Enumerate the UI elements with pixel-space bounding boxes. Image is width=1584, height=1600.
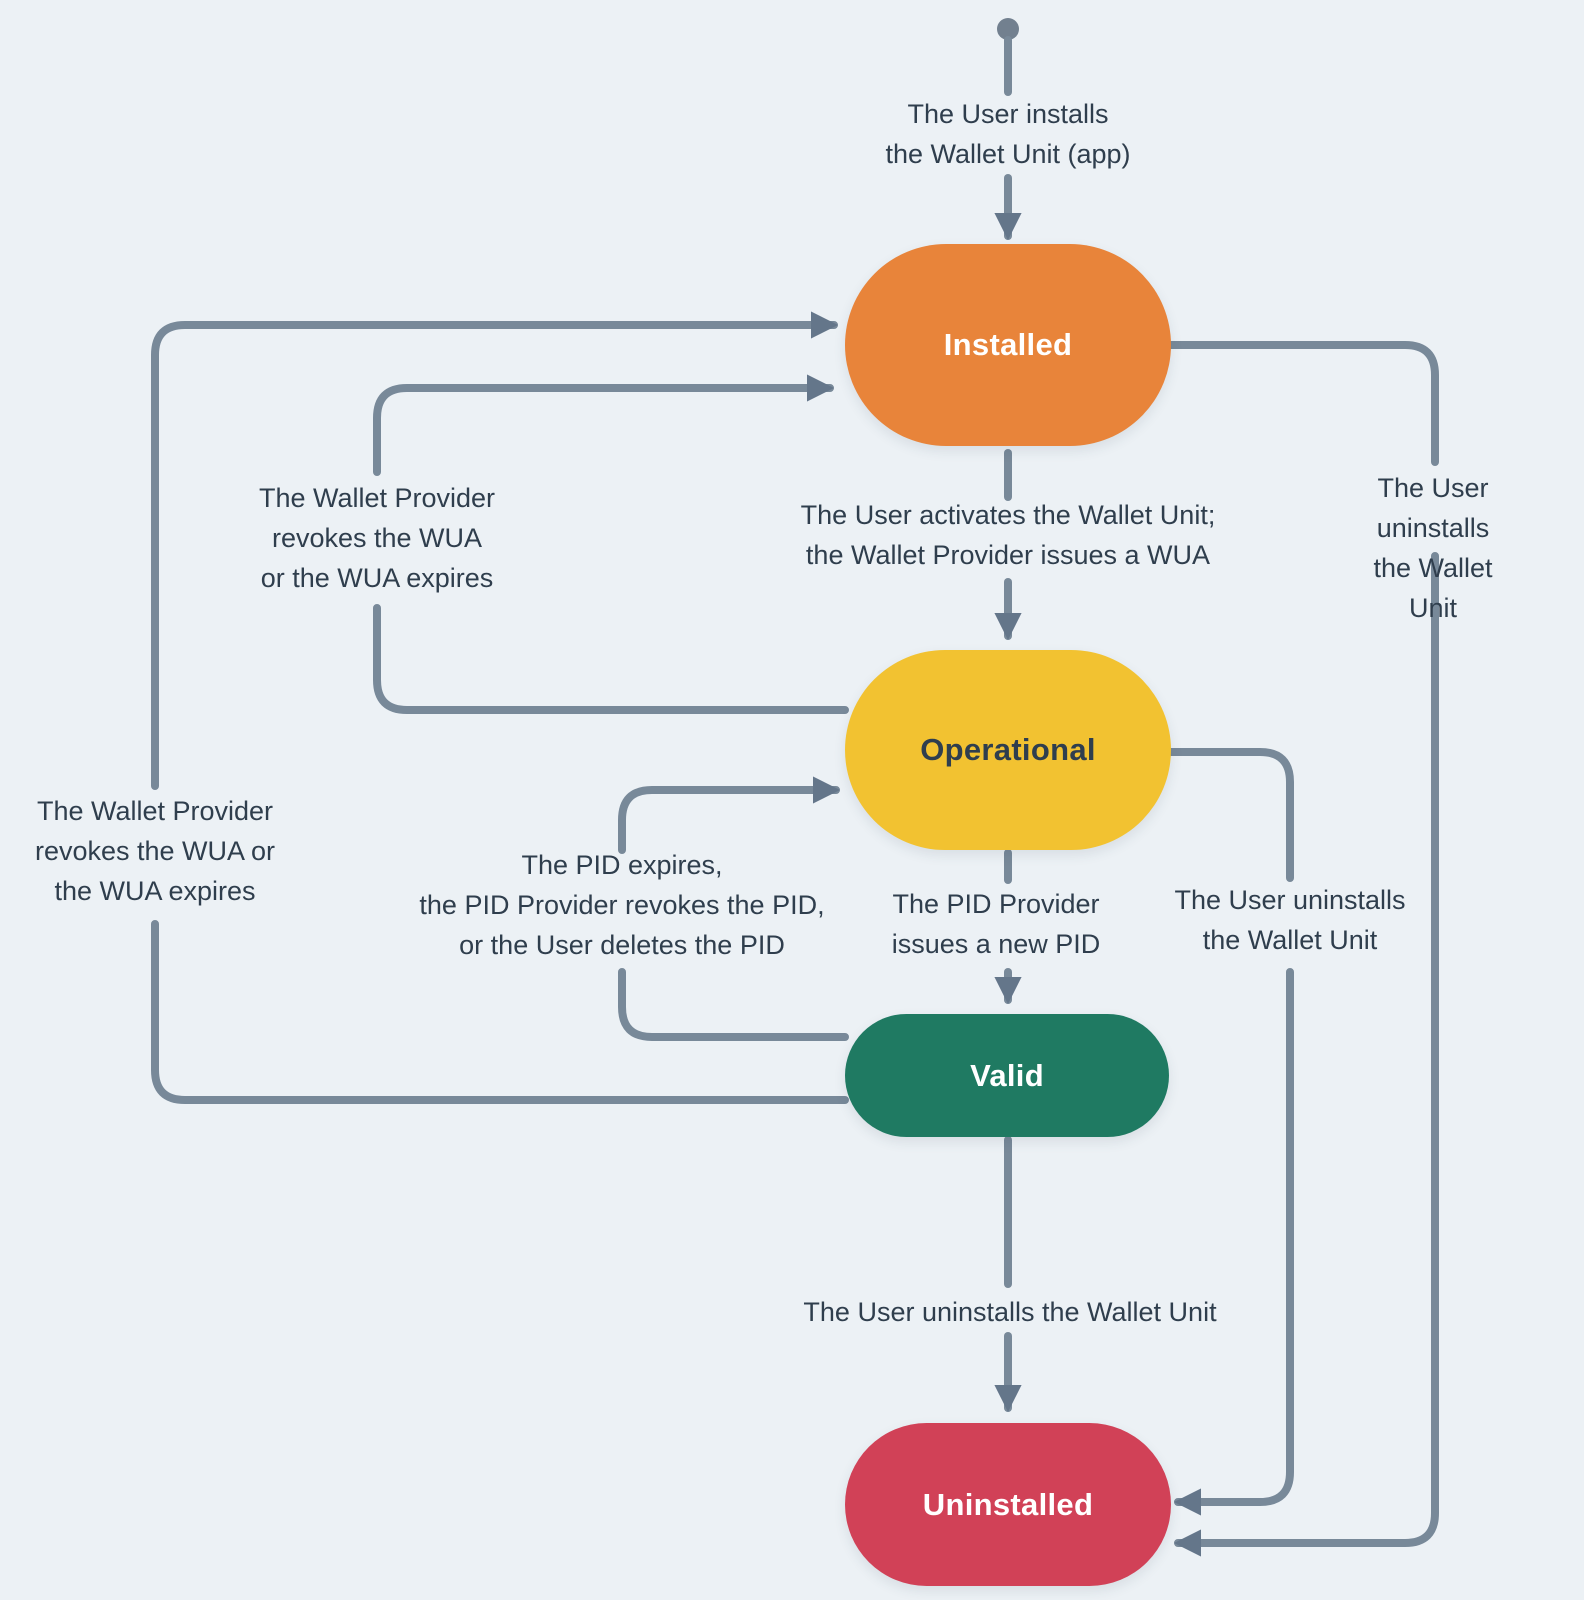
state-label-installed: Installed — [943, 327, 1073, 362]
edge-label-wua-revoked-operational: The Wallet Provider revokes the WUA or t… — [258, 483, 496, 593]
state-node-installed: Installed — [845, 244, 1171, 446]
edge-label-uninstall-from-operational: The User uninstalls the Wallet Unit — [1174, 885, 1406, 955]
state-node-uninstalled: Uninstalled — [845, 1423, 1171, 1586]
state-label-operational: Operational — [920, 732, 1096, 767]
edge-uninstall-operational-seg2 — [1173, 968, 1294, 1516]
edge-pid-expires-seg2 — [618, 776, 841, 854]
edge-wua-revoked-valid-seg1 — [151, 920, 849, 1104]
edge-uninstall-installed-seg2 — [1173, 552, 1439, 1557]
edge-label-uninstall-from-installed: The User uninstalls the Wallet Unit — [1373, 473, 1493, 623]
state-label-valid: Valid — [970, 1057, 1044, 1093]
edge-uninstall-installed-seg1 — [1167, 341, 1439, 466]
edge-pid-expires-seg1 — [618, 968, 849, 1041]
edge-label-pid-expires: The PID expires, the PID Provider revoke… — [419, 850, 825, 960]
edge-wua-revoked-valid-seg2 — [151, 311, 839, 790]
edge-label-uninstall-from-valid: The User uninstalls the Wallet Unit — [803, 1297, 1217, 1327]
edge-label-issue-new-pid: The PID Provider issues a new PID — [891, 889, 1101, 959]
start-state-dot — [997, 18, 1019, 40]
edge-wua-revoked-operational-seg2 — [373, 374, 835, 476]
state-node-operational: Operational — [845, 650, 1171, 850]
edge-label-install: The User installs the Wallet Unit (app) — [885, 99, 1131, 169]
state-label-uninstalled: Uninstalled — [922, 1486, 1094, 1522]
state-node-valid: Valid — [845, 1014, 1169, 1137]
edge-wua-revoked-operational-seg1 — [373, 604, 849, 714]
edge-label-wua-revoked-valid: The Wallet Provider revokes the WUA or t… — [34, 796, 276, 906]
edge-uninstall-operational-seg1 — [1167, 748, 1294, 882]
edge-label-activate: The User activates the Wallet Unit; the … — [800, 500, 1216, 570]
